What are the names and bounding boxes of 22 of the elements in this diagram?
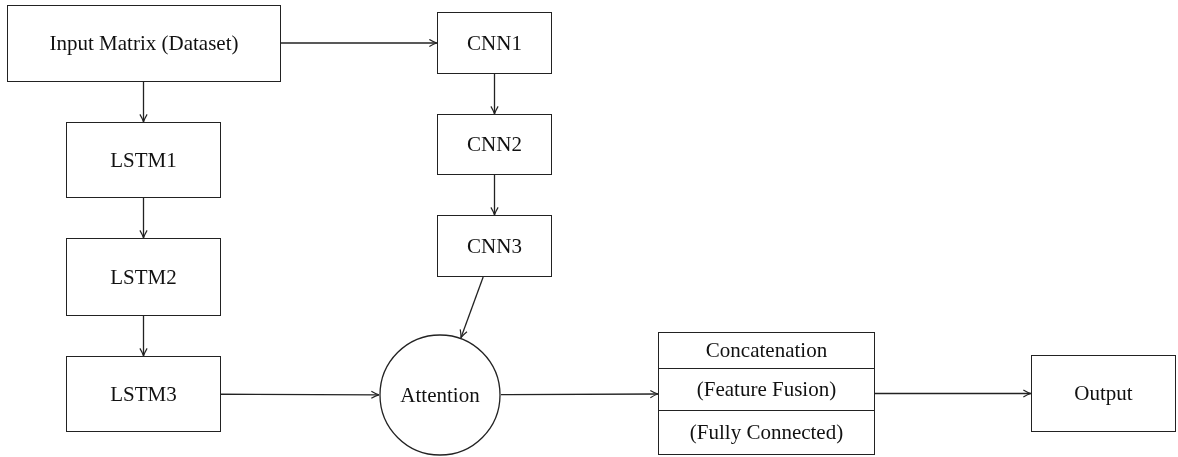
box-label: (Fully Connected) — [689, 420, 844, 446]
process-box — [66, 122, 221, 198]
box-label: CNN2 — [467, 132, 522, 157]
box-label: Attention — [400, 382, 480, 408]
box-label: (Feature Fusion) — [696, 377, 837, 403]
process-box — [7, 5, 281, 82]
process-box — [658, 332, 875, 455]
box-label: CNN1 — [467, 30, 522, 56]
box-label: Input Matrix (Dataset) — [49, 31, 239, 56]
process-box — [437, 12, 552, 74]
box-label: LSTM1 — [110, 147, 177, 173]
process-box — [1031, 355, 1176, 432]
box-label: Output — [1074, 381, 1133, 406]
box-label: LSTM3 — [110, 381, 177, 407]
attention-circle — [379, 334, 501, 456]
box-label: Concatenation — [705, 337, 828, 363]
process-box — [437, 215, 552, 277]
process-box — [66, 356, 221, 432]
process-box — [66, 238, 221, 316]
box-label: CNN3 — [467, 233, 522, 259]
box-label: LSTM2 — [110, 264, 177, 290]
process-box — [437, 114, 552, 175]
